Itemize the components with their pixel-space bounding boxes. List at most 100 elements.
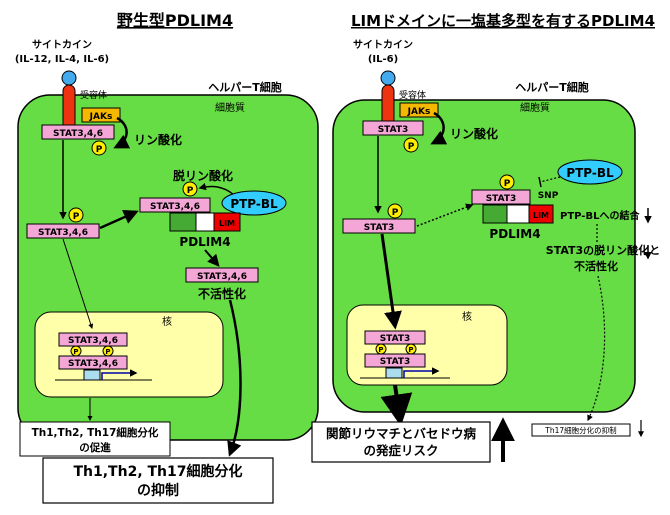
right-dephos-line1: STAT3の脱リン酸化と bbox=[546, 243, 660, 257]
left-stat-inactive bbox=[185, 267, 259, 283]
left-dna-box bbox=[83, 369, 101, 381]
right-stat-complex bbox=[471, 189, 531, 205]
left-nucleus bbox=[34, 311, 224, 398]
right-risk-line1: 関節リウマチとバセドウ病 bbox=[326, 426, 477, 441]
right-nuc-p-1-label: P bbox=[378, 346, 383, 354]
left-receptor-label: 受容体 bbox=[80, 89, 107, 101]
right-dna-box bbox=[385, 367, 403, 379]
right-ptpbl-label: PTP-BL bbox=[566, 166, 614, 180]
right-phospho-arrow bbox=[430, 111, 448, 145]
right-jaks-label: JAKs bbox=[407, 107, 431, 117]
right-stat-complex-label: STAT3 bbox=[486, 194, 517, 204]
left-nuc-stat-b bbox=[58, 355, 128, 370]
left-pdlim4-linker bbox=[195, 212, 215, 232]
left-p-top bbox=[91, 140, 107, 156]
left-stat-top bbox=[41, 124, 115, 140]
right-nuc-stat-b-label: STAT3 bbox=[380, 357, 411, 367]
left-stat-mid bbox=[26, 223, 100, 239]
right-dotted-arrow-to-th17 bbox=[587, 275, 606, 422]
left-cytokine-ligand bbox=[61, 70, 77, 86]
right-nuc-stat-b bbox=[364, 353, 426, 368]
left-promote-line2: の促進 bbox=[79, 441, 111, 454]
right-nuc-stat-a bbox=[364, 330, 426, 345]
right-stat-top bbox=[362, 120, 424, 136]
right-nuc-stat-a-label: STAT3 bbox=[380, 334, 411, 344]
left-ptpbl bbox=[221, 190, 287, 216]
right-th17-box bbox=[531, 423, 631, 437]
right-ptpbl-dotted-link bbox=[539, 176, 561, 183]
left-stat-top-label: STAT3,4,6 bbox=[53, 129, 103, 139]
left-pdlim4-lim-domain bbox=[213, 212, 241, 232]
left-p-complex-label: P bbox=[187, 186, 194, 196]
right-title: LIMドメインに一塩基多型を有するPDLIM4 bbox=[351, 12, 655, 30]
left-phospho-arrow bbox=[113, 116, 131, 149]
right-transcription-arrow bbox=[403, 367, 440, 378]
left-p-top-label: P bbox=[96, 145, 103, 155]
left-nuc-stat-a bbox=[58, 332, 128, 347]
right-binding-label: PTP-BLへの結合 bbox=[560, 209, 640, 222]
left-suppress-line2: の抑制 bbox=[137, 482, 179, 499]
right-dotted-arrow-to-complex bbox=[416, 203, 474, 227]
left-phospho-label: リン酸化 bbox=[134, 132, 182, 147]
left-dephospho-label: 脱リン酸化 bbox=[173, 168, 233, 183]
right-lim-label: LIM bbox=[533, 211, 549, 220]
left-pdlim4-green-domain bbox=[169, 212, 197, 232]
left-p-mid-label: P bbox=[73, 212, 80, 222]
right-receptor-label: 受容体 bbox=[399, 89, 426, 101]
left-title: 野生型PDLIM4 bbox=[117, 11, 233, 30]
left-jaks-label: JAKs bbox=[89, 112, 113, 122]
right-nuc-p-2-label: P bbox=[408, 346, 413, 354]
right-p-complex bbox=[499, 174, 515, 190]
left-cytokine-label: サイトカイン bbox=[32, 39, 92, 51]
right-p-complex-label: P bbox=[504, 179, 511, 189]
left-stat-complex-label: STAT3,4,6 bbox=[150, 202, 200, 212]
right-stat-mid bbox=[342, 218, 416, 234]
right-arrow-to-nucleus bbox=[380, 233, 402, 330]
right-ptpbl bbox=[557, 159, 623, 185]
right-p-mid bbox=[387, 203, 403, 219]
left-stat-mid-label: STAT3,4,6 bbox=[38, 228, 88, 238]
left-cytokine-list: (IL-12, IL-4, IL-6) bbox=[15, 54, 109, 65]
left-nuc-p-1-label: P bbox=[73, 348, 78, 356]
left-transcription-arrow bbox=[101, 369, 138, 380]
left-cell-label: ヘルパーT細胞 bbox=[208, 80, 282, 94]
left-nucleus-label: 核 bbox=[162, 315, 172, 328]
right-phospho-label: リン酸化 bbox=[450, 126, 498, 141]
left-pdlim4-label: PDLIM4 bbox=[179, 235, 230, 249]
left-promote-box bbox=[19, 421, 171, 457]
left-nuc-stat-a-label: STAT3,4,6 bbox=[68, 336, 118, 346]
left-inactivation-label: 不活性化 bbox=[198, 286, 246, 301]
left-suppress-line1: Th1,Th2, Th17細胞分化 bbox=[73, 463, 242, 480]
right-nucleus-label: 核 bbox=[462, 310, 472, 323]
left-arrow-to-nucleus bbox=[62, 238, 94, 329]
right-ptpbl-block-bar bbox=[538, 176, 542, 188]
right-pdlim4-linker bbox=[506, 204, 530, 224]
right-jaks bbox=[399, 102, 439, 118]
right-cell-label: ヘルパーT細胞 bbox=[515, 80, 589, 94]
left-arrow-to-suppress bbox=[227, 299, 242, 457]
left-nuc-stat-b-label: STAT3,4,6 bbox=[68, 359, 118, 369]
right-pdlim4-lim-domain bbox=[528, 204, 554, 224]
left-suppress-box bbox=[42, 457, 274, 504]
left-arrow-to-complex bbox=[99, 210, 139, 230]
right-pdlim4-label: PDLIM4 bbox=[489, 227, 540, 241]
right-stat-top-label: STAT3 bbox=[378, 125, 409, 135]
right-p-top bbox=[403, 137, 419, 153]
right-pdlim4-green-domain bbox=[482, 204, 508, 224]
left-receptor bbox=[62, 84, 76, 131]
left-stat-complex bbox=[139, 197, 211, 213]
left-p-complex bbox=[182, 181, 198, 197]
left-cytoplasm-label: 細胞質 bbox=[215, 101, 245, 114]
right-snp-label: SNP bbox=[538, 191, 559, 201]
left-ptpbl-label: PTP-BL bbox=[230, 197, 278, 211]
right-cytokine-ligand bbox=[380, 70, 396, 86]
right-risk-line2: の発症リスク bbox=[363, 443, 438, 458]
right-risk-box bbox=[311, 421, 491, 463]
left-arrow-inactive bbox=[204, 249, 220, 267]
left-nuc-p-2-label: P bbox=[105, 348, 110, 356]
left-promote-line1: Th1,Th2, Th17細胞分化 bbox=[32, 426, 159, 439]
left-jaks bbox=[81, 107, 121, 123]
right-cytokine-list: (IL-6) bbox=[368, 54, 398, 65]
right-arrow-to-risk bbox=[380, 384, 413, 427]
